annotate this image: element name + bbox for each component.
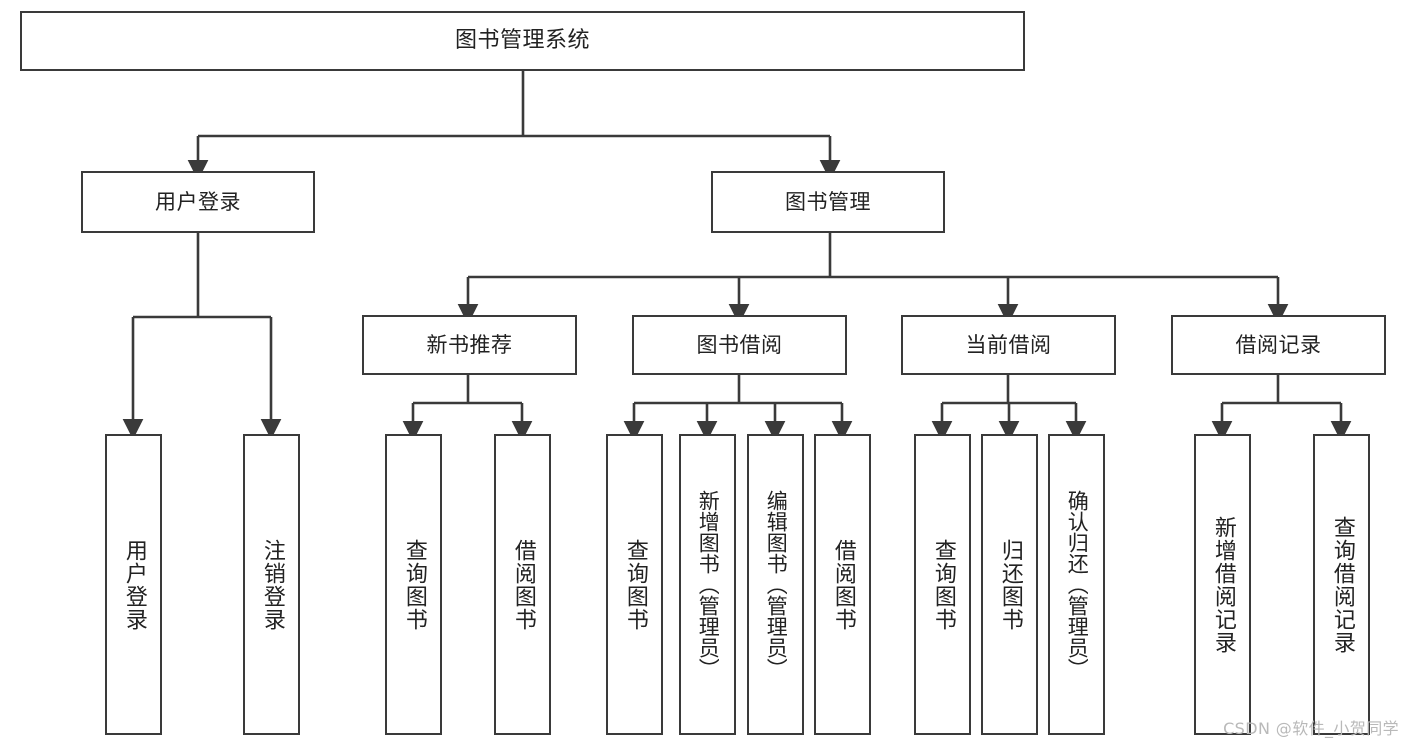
node-new-book-rec[interactable]: 新书推荐 bbox=[362, 315, 577, 375]
node-leaf-borrow-book-2-label: 借阅图书 bbox=[830, 538, 856, 631]
node-leaf-query-book-1[interactable]: 查询图书 bbox=[385, 434, 442, 735]
node-leaf-return-book-label: 归还图书 bbox=[997, 538, 1023, 631]
watermark: CSDN @软件_小贺同学 bbox=[1223, 719, 1399, 738]
node-leaf-add-record[interactable]: 新增借阅记录 bbox=[1194, 434, 1251, 735]
node-leaf-query-book-1-label: 查询图书 bbox=[401, 538, 427, 631]
node-leaf-logout-login[interactable]: 注销登录 bbox=[243, 434, 300, 735]
node-leaf-add-book[interactable]: 新增图书（管理员） bbox=[679, 434, 736, 735]
node-leaf-user-login-label: 用户登录 bbox=[121, 538, 147, 631]
node-leaf-confirm-return-label: 确认归还（管理员） bbox=[1065, 490, 1089, 679]
node-current-borrow-label: 当前借阅 bbox=[965, 332, 1052, 357]
node-leaf-query-book-2-label: 查询图书 bbox=[622, 538, 648, 631]
node-borrow-record[interactable]: 借阅记录 bbox=[1171, 315, 1386, 375]
node-leaf-query-book-3-label: 查询图书 bbox=[930, 538, 956, 631]
node-leaf-edit-book-label: 编辑图书（管理员） bbox=[764, 490, 788, 679]
node-book-borrow-label: 图书借阅 bbox=[696, 332, 783, 357]
node-user-login[interactable]: 用户登录 bbox=[81, 171, 315, 233]
node-new-book-rec-label: 新书推荐 bbox=[426, 332, 513, 357]
node-leaf-query-record[interactable]: 查询借阅记录 bbox=[1313, 434, 1370, 735]
node-leaf-borrow-book-1-label: 借阅图书 bbox=[510, 538, 536, 631]
node-leaf-confirm-return[interactable]: 确认归还（管理员） bbox=[1048, 434, 1105, 735]
node-root-label: 图书管理系统 bbox=[454, 28, 590, 54]
node-book-manage-label: 图书管理 bbox=[785, 189, 871, 214]
node-leaf-query-record-label: 查询借阅记录 bbox=[1329, 515, 1355, 654]
node-leaf-return-book[interactable]: 归还图书 bbox=[981, 434, 1038, 735]
node-book-manage[interactable]: 图书管理 bbox=[711, 171, 945, 233]
node-leaf-query-book-3[interactable]: 查询图书 bbox=[914, 434, 971, 735]
node-leaf-add-record-label: 新增借阅记录 bbox=[1210, 515, 1236, 654]
node-leaf-logout-login-label: 注销登录 bbox=[259, 538, 285, 631]
node-current-borrow[interactable]: 当前借阅 bbox=[901, 315, 1116, 375]
node-root[interactable]: 图书管理系统 bbox=[20, 11, 1025, 71]
node-book-borrow[interactable]: 图书借阅 bbox=[632, 315, 847, 375]
node-leaf-edit-book[interactable]: 编辑图书（管理员） bbox=[747, 434, 804, 735]
node-leaf-borrow-book-2[interactable]: 借阅图书 bbox=[814, 434, 871, 735]
node-leaf-borrow-book-1[interactable]: 借阅图书 bbox=[494, 434, 551, 735]
node-leaf-user-login[interactable]: 用户登录 bbox=[105, 434, 162, 735]
node-leaf-add-book-label: 新增图书（管理员） bbox=[696, 490, 720, 679]
node-user-login-label: 用户登录 bbox=[155, 189, 241, 214]
node-leaf-query-book-2[interactable]: 查询图书 bbox=[606, 434, 663, 735]
node-borrow-record-label: 借阅记录 bbox=[1235, 332, 1322, 357]
